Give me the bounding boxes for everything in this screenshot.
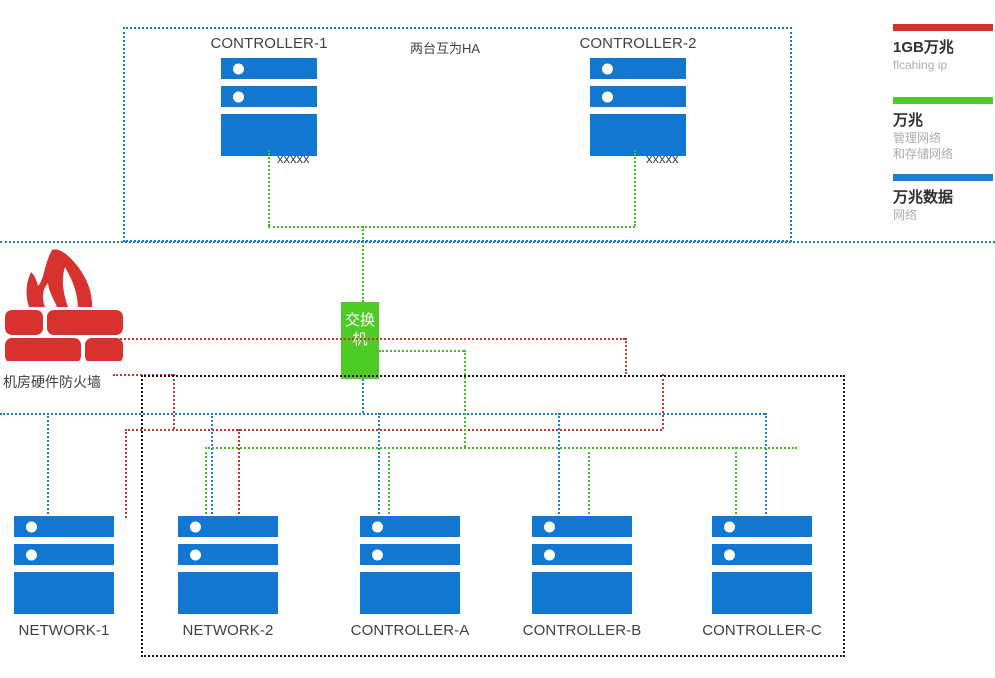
node-network-2[interactable]: NETWORK-2 — [178, 516, 278, 639]
server-bay-top — [590, 58, 686, 79]
legend-item-wanzhao: 万兆 管理网络 和存储网络 — [893, 97, 993, 162]
server-chassis — [532, 572, 632, 614]
server-bay-middle — [590, 86, 686, 107]
link-blue-drop-controllerA — [378, 413, 380, 518]
link-blue-drop-network2 — [211, 413, 213, 518]
link-green-distribution-bus — [205, 447, 797, 449]
link-blue-top-bus — [0, 241, 995, 243]
link-green-drop-controllerA — [388, 447, 390, 518]
legend-item-1gb: 1GB万兆 flcahing ip — [893, 24, 993, 73]
status-led-icon — [602, 91, 613, 102]
server-chassis — [712, 572, 812, 614]
server-bay-middle — [712, 544, 812, 565]
node-controller-b[interactable]: CONTROLLER-B — [523, 516, 641, 639]
link-red-lower-riser — [173, 374, 175, 429]
legend-sub-1gb-1: flcahing ip — [893, 58, 948, 72]
server-bay-top — [360, 516, 460, 537]
link-green-drop-controllerB — [588, 447, 590, 518]
link-black-riser-left — [141, 375, 143, 657]
status-led-icon — [26, 521, 37, 532]
legend-swatch-green — [893, 97, 993, 104]
status-led-icon — [190, 521, 201, 532]
link-blue-riser-switch — [362, 379, 364, 413]
link-blue-drop-controllerB — [558, 413, 560, 518]
link-blue-distribution-bus — [0, 413, 765, 415]
link-green-switch-out — [379, 350, 464, 352]
server-bay-top — [14, 516, 114, 537]
firewall-flame-brick-icon — [5, 249, 123, 363]
status-led-icon — [602, 63, 613, 74]
node-label-controller-c: CONTROLLER-C — [702, 622, 822, 639]
node-label-controller-a: CONTROLLER-A — [350, 622, 470, 639]
server-bay-top — [712, 516, 812, 537]
link-black-bus — [141, 375, 845, 377]
server-bay-middle — [178, 544, 278, 565]
server-bay-middle — [360, 544, 460, 565]
server-bay-middle — [532, 544, 632, 565]
legend-sub-wanzhao-1: 管理网络 — [893, 131, 942, 145]
legend-item-data: 万兆数据 网络 — [893, 174, 993, 223]
status-led-icon — [724, 521, 735, 532]
server-chassis — [360, 572, 460, 614]
legend: 1GB万兆 flcahing ip 万兆 管理网络 和存储网络 万兆数据 网络 — [893, 24, 993, 227]
link-ha-bus — [268, 226, 635, 228]
legend-title-1gb: 1GB万兆 — [893, 39, 954, 56]
link-controller2-down — [634, 150, 636, 226]
node-controller-c[interactable]: CONTROLLER-C — [702, 516, 822, 639]
server-bay-middle — [221, 86, 317, 107]
link-green-riser-right — [464, 350, 466, 447]
server-bay-top — [178, 516, 278, 537]
firewall-label: 机房硬件防火墙 — [3, 374, 101, 390]
status-led-icon — [372, 521, 383, 532]
legend-title-data: 万兆数据 — [893, 189, 954, 206]
node-label-network-1: NETWORK-1 — [18, 622, 110, 639]
firewall-node[interactable] — [5, 245, 123, 363]
legend-title-wanzhao: 万兆 — [893, 112, 924, 129]
status-led-icon — [724, 549, 735, 560]
side-label-controller-2: xxxxx — [646, 151, 679, 166]
link-red-drop-network1 — [125, 429, 127, 518]
link-bus-to-switch — [362, 226, 364, 302]
node-label-controller-b: CONTROLLER-B — [522, 622, 642, 639]
status-led-icon — [190, 549, 201, 560]
server-bay-middle — [14, 544, 114, 565]
legend-sub-wanzhao-2: 和存储网络 — [893, 147, 954, 161]
server-chassis — [178, 572, 278, 614]
node-label-network-2: NETWORK-2 — [182, 622, 274, 639]
link-blue-drop-network1 — [47, 413, 49, 518]
node-label-controller-1: CONTROLLER-1 — [210, 35, 328, 52]
legend-swatch-red — [893, 24, 993, 31]
status-led-icon — [26, 549, 37, 560]
link-blue-drop-controllerC — [765, 413, 767, 518]
link-red-drop-right — [662, 374, 664, 429]
legend-sub-data-1: 网络 — [893, 208, 918, 222]
server-chassis — [221, 114, 317, 156]
status-led-icon — [544, 549, 555, 560]
link-red-bus-upper — [113, 338, 625, 340]
status-led-icon — [544, 521, 555, 532]
status-led-icon — [233, 63, 244, 74]
node-label-controller-2: CONTROLLER-2 — [579, 35, 697, 52]
link-green-drop-controllerC — [735, 447, 737, 518]
node-network-1[interactable]: NETWORK-1 — [14, 516, 114, 639]
side-label-controller-1: xxxxx — [277, 151, 310, 166]
server-chassis — [590, 114, 686, 156]
node-controller-a[interactable]: CONTROLLER-A — [351, 516, 469, 639]
legend-swatch-blue — [893, 174, 993, 181]
link-controller1-down — [268, 150, 270, 226]
server-chassis — [14, 572, 114, 614]
server-bay-top — [532, 516, 632, 537]
node-controller-1[interactable]: CONTROLLER-1 — [210, 35, 327, 156]
status-led-icon — [233, 91, 244, 102]
server-bay-top — [221, 58, 317, 79]
link-red-drop-network2 — [238, 429, 240, 518]
status-led-icon — [372, 549, 383, 560]
node-controller-2[interactable]: CONTROLLER-2 — [579, 35, 696, 156]
link-red-upper-drop — [625, 338, 627, 374]
link-red-distribution-bus — [125, 429, 662, 431]
link-green-drop-network2 — [205, 447, 207, 518]
switch-node[interactable]: 交换机 — [341, 302, 379, 379]
ha-note: 两台互为HA — [410, 41, 481, 56]
